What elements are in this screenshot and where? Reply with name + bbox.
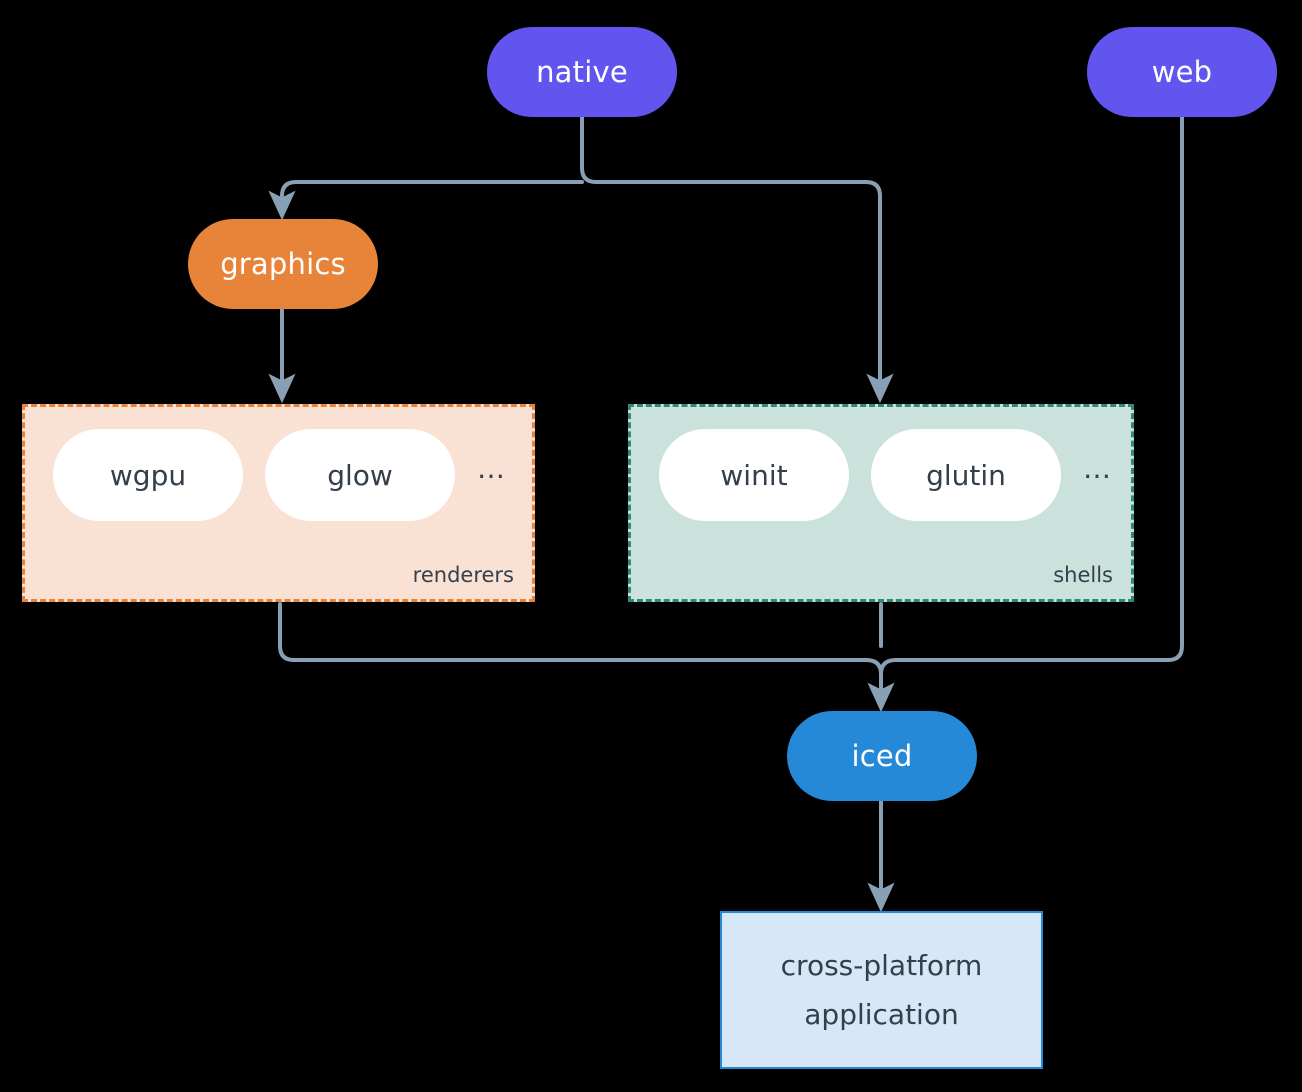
cluster-renderers-items: wgpu glow … <box>25 429 532 521</box>
cluster-renderers: wgpu glow … renderers <box>22 404 535 602</box>
edge-renderers-to-merge <box>278 602 868 662</box>
node-graphics[interactable]: graphics <box>188 219 378 309</box>
node-glutin-label: glutin <box>926 458 1006 492</box>
node-iced-label: iced <box>851 739 913 773</box>
edge-native-trunk <box>580 115 598 184</box>
cluster-shells: winit glutin … shells <box>628 404 1134 602</box>
node-web[interactable]: web <box>1087 27 1277 117</box>
node-iced[interactable]: iced <box>787 711 977 801</box>
node-wgpu[interactable]: wgpu <box>53 429 243 521</box>
node-glow[interactable]: glow <box>265 429 455 521</box>
node-wgpu-label: wgpu <box>109 458 187 492</box>
node-native-label: native <box>536 55 628 89</box>
shells-overflow-ellipsis: … <box>1083 452 1111 485</box>
edge-merge-right-join <box>879 658 898 676</box>
cluster-shells-label: shells <box>1053 563 1113 587</box>
edge-merge-to-iced <box>864 658 895 713</box>
renderers-overflow-ellipsis: … <box>477 452 505 485</box>
node-cross-platform-application[interactable]: cross-platform application <box>720 911 1043 1069</box>
cluster-shells-items: winit glutin … <box>631 429 1131 521</box>
node-web-label: web <box>1151 55 1213 89</box>
edge-native-to-shells <box>594 180 894 404</box>
node-glow-label: glow <box>327 458 393 492</box>
node-native[interactable]: native <box>487 27 677 117</box>
application-label-line2: application <box>804 998 959 1031</box>
node-winit[interactable]: winit <box>659 429 849 521</box>
node-glutin[interactable]: glutin <box>871 429 1061 521</box>
application-label-line1: cross-platform <box>780 949 983 982</box>
edge-native-to-graphics <box>268 180 584 221</box>
node-winit-label: winit <box>720 458 788 492</box>
node-graphics-label: graphics <box>220 247 346 281</box>
cluster-renderers-label: renderers <box>412 563 514 587</box>
